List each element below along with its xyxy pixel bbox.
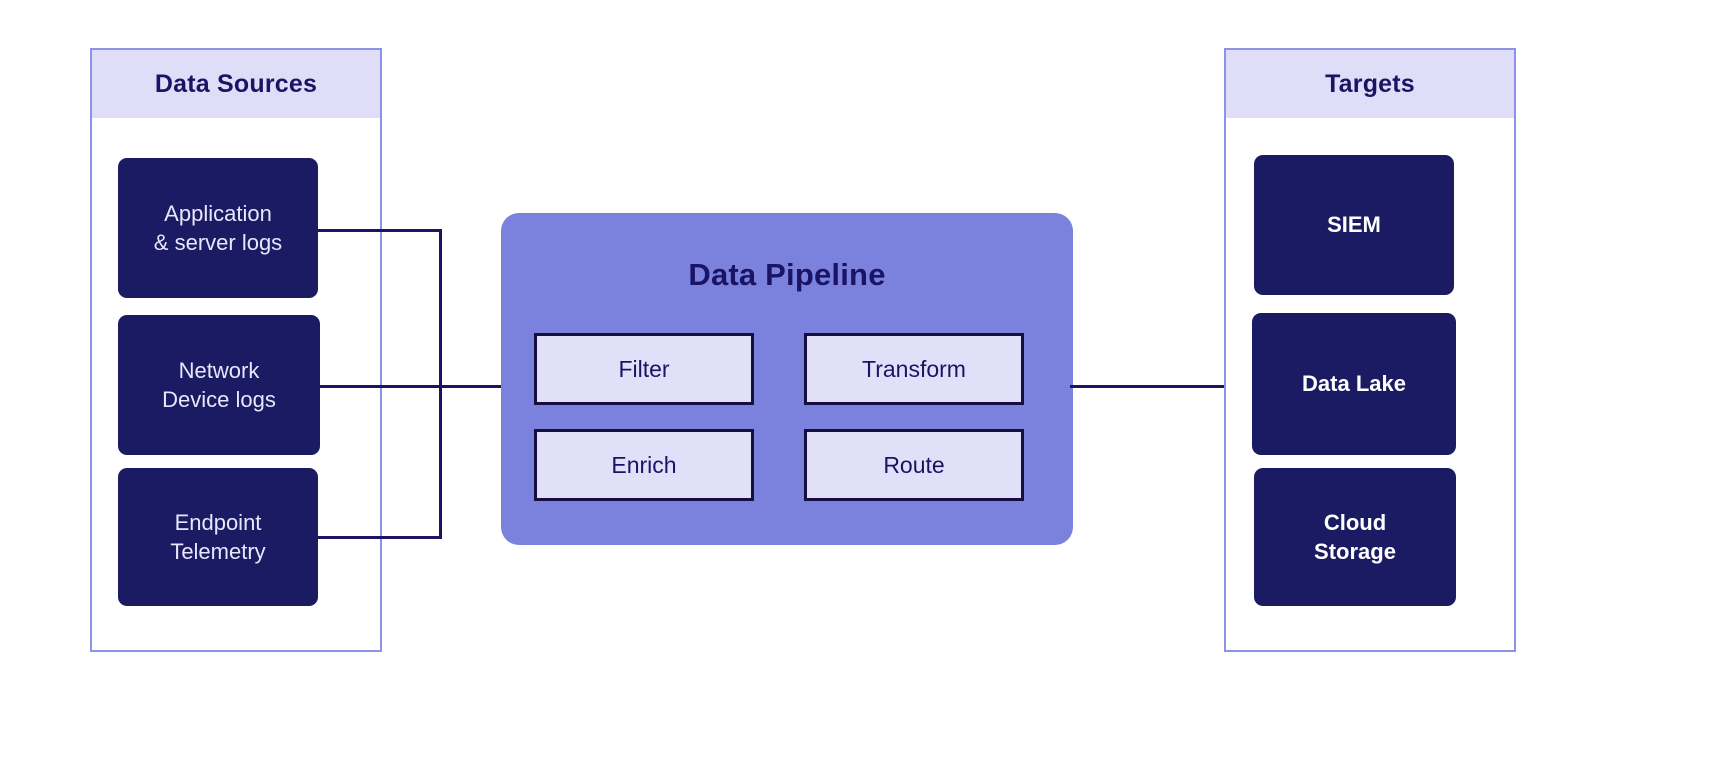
source-node-line1: Application bbox=[164, 200, 272, 226]
target-node-label: Cloud Storage bbox=[1314, 508, 1396, 567]
connector-pipeline-to-targets bbox=[1070, 385, 1280, 388]
connector-source-network-stub bbox=[320, 385, 442, 388]
target-node-label: SIEM bbox=[1327, 212, 1381, 238]
target-node-line2: Storage bbox=[1314, 539, 1396, 564]
source-node-line1: Network bbox=[178, 357, 260, 383]
data-sources-panel-title: Data Sources bbox=[154, 69, 318, 98]
connector-source-application-stub bbox=[318, 229, 442, 232]
pipeline-stage-transform[interactable]: Transform bbox=[804, 333, 1024, 405]
source-node-label: Network Device logs bbox=[162, 356, 276, 415]
target-node-line1: Cloud bbox=[1323, 509, 1387, 535]
pipeline-stage-label: Enrich bbox=[611, 451, 677, 478]
source-node-line2: Telemetry bbox=[170, 539, 266, 564]
pipeline-stage-enrich[interactable]: Enrich bbox=[534, 429, 754, 501]
data-sources-panel-header: Data Sources bbox=[92, 50, 380, 118]
source-node-label: Application & server logs bbox=[154, 199, 282, 258]
target-node-data-lake[interactable]: Data Lake bbox=[1252, 313, 1456, 455]
source-node-endpoint-telemetry[interactable]: Endpoint Telemetry bbox=[118, 468, 318, 606]
source-node-network-device-logs[interactable]: Network Device logs bbox=[118, 315, 320, 455]
pipeline-stage-label: Transform bbox=[862, 355, 966, 382]
source-node-application-server-logs[interactable]: Application & server logs bbox=[118, 158, 318, 298]
targets-panel-title: Targets bbox=[1325, 69, 1415, 98]
connector-sources-to-pipeline bbox=[439, 385, 504, 388]
targets-panel-header: Targets bbox=[1226, 50, 1514, 118]
data-pipeline-container: Data Pipeline Filter Transform Enrich Ro… bbox=[501, 213, 1073, 545]
pipeline-stage-filter[interactable]: Filter bbox=[534, 333, 754, 405]
target-node-cloud-storage[interactable]: Cloud Storage bbox=[1254, 468, 1456, 606]
source-node-label: Endpoint Telemetry bbox=[170, 508, 265, 567]
pipeline-stage-route[interactable]: Route bbox=[804, 429, 1024, 501]
connector-sources-bus bbox=[439, 229, 442, 539]
target-node-siem[interactable]: SIEM bbox=[1254, 155, 1454, 295]
target-node-label: Data Lake bbox=[1302, 371, 1406, 397]
source-node-line2: & server logs bbox=[153, 230, 283, 255]
source-node-line2: Device logs bbox=[162, 387, 276, 412]
connector-source-endpoint-stub bbox=[318, 536, 442, 539]
pipeline-stage-label: Filter bbox=[618, 355, 670, 382]
data-pipeline-title: Data Pipeline bbox=[688, 257, 886, 292]
source-node-line1: Endpoint bbox=[174, 509, 262, 535]
pipeline-stage-label: Route bbox=[883, 451, 945, 478]
